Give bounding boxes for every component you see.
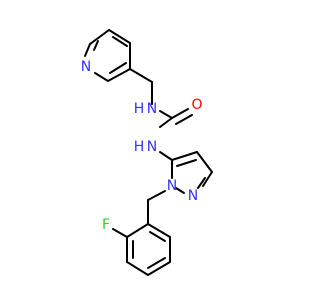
structure-diagram: N N H O N H N N F: [81, 29, 213, 276]
pyridine-nitrogen-label: N: [81, 59, 91, 75]
bond: [147, 261, 171, 276]
fluorine-label: F: [102, 217, 110, 233]
benzyl-linker: [147, 190, 166, 225]
urea-linker: [129, 68, 193, 161]
atom-labels: N N H O N H N N F: [81, 59, 203, 233]
bond: [126, 223, 149, 238]
bond: [197, 177, 206, 189]
carbonyl-oxygen-label: O: [191, 97, 202, 113]
bond: [175, 187, 185, 194]
bond: [109, 62, 127, 74]
bond: [107, 68, 131, 82]
bond: [84, 43, 91, 57]
bond: [147, 257, 166, 269]
bond: [202, 171, 213, 187]
pyrazole-nitrogen-1-label: N: [167, 178, 177, 194]
fluorophenyl-ring: [112, 223, 171, 276]
pyrazole-ring: [171, 151, 213, 194]
bond: [159, 151, 173, 161]
bond: [112, 36, 128, 47]
bond: [171, 151, 198, 161]
bond: [126, 261, 149, 276]
bond: [175, 114, 193, 125]
urea-nitrogen-bottom-label: N: [147, 139, 157, 155]
pyridine-ring: [84, 29, 131, 82]
bond: [147, 190, 166, 201]
bond: [89, 29, 110, 45]
urea-nitrogen-top-label: N: [147, 101, 157, 117]
pyrazole-nitrogen-2-label: N: [188, 188, 198, 204]
urea-hydrogen-bottom-label: H: [134, 139, 145, 155]
bond: [94, 72, 109, 82]
bond: [176, 159, 197, 167]
bond: [112, 228, 128, 238]
bond: [108, 29, 131, 44]
bond: [147, 223, 171, 238]
bond: [129, 68, 153, 83]
molecule-canvas: N N H O N H N N F: [81, 29, 213, 276]
bond: [159, 110, 173, 119]
urea-hydrogen-top-label: H: [134, 101, 145, 117]
bond: [93, 40, 99, 51]
bond: [171, 108, 189, 119]
bond: [159, 117, 173, 128]
bond: [149, 231, 166, 242]
bond: [196, 151, 213, 173]
